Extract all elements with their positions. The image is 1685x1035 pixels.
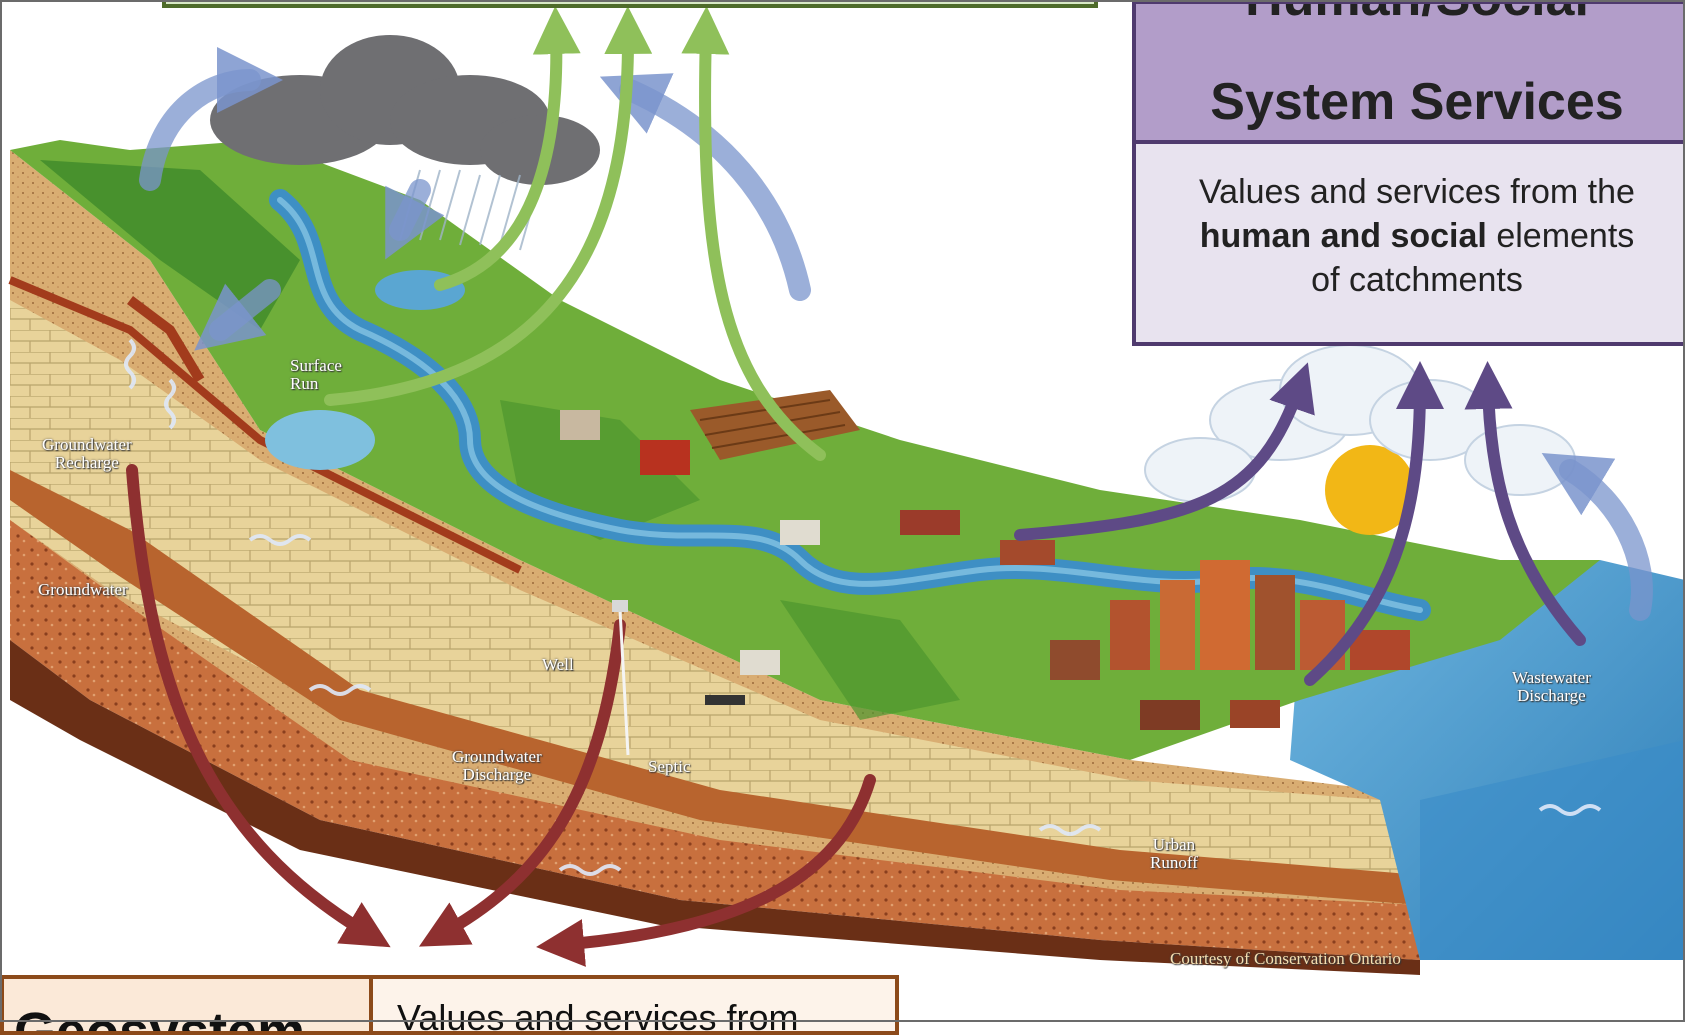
water-cycle-arrows xyxy=(139,47,1653,621)
human-desc-line1: Values and services from the xyxy=(1199,173,1635,211)
soil-layers xyxy=(8,150,1420,975)
human-desc-line2: human and social elements xyxy=(1136,214,1685,258)
geosystem-title-box: Geosystem xyxy=(0,975,373,1035)
label-wastewater-discharge-line1: Wastewater xyxy=(1512,668,1591,687)
label-surface-runoff-line2: Run xyxy=(290,373,319,393)
septic-tank xyxy=(705,695,745,705)
human-title-line2: System Services xyxy=(1210,73,1624,131)
human-title-line1: Human/Social xyxy=(1136,4,1685,24)
wetland-pond xyxy=(265,410,375,470)
human-social-title-box: Human/Social System Services xyxy=(1132,0,1685,144)
well-shaft xyxy=(618,609,630,756)
groundwater-flow-squiggles xyxy=(124,338,1602,876)
label-urban-runoff-line2: Runoff xyxy=(1150,852,1198,872)
human-desc-bold: human and social xyxy=(1199,217,1487,255)
ecosystem-services-box xyxy=(162,0,1098,8)
label-surface-runoff-line1: Surface xyxy=(290,356,342,375)
geo-service-arrows xyxy=(126,464,876,967)
label-groundwater-recharge: Groundwater Recharge xyxy=(42,436,132,472)
label-septic: Septic xyxy=(648,757,691,776)
well-cap xyxy=(612,600,628,612)
geosystem-desc: Values and services from xyxy=(397,997,799,1035)
label-groundwater-discharge-line2: Discharge xyxy=(462,764,532,784)
human-service-arrows xyxy=(1014,361,1586,686)
label-groundwater-recharge-line2: Recharge xyxy=(54,452,119,472)
sun xyxy=(1325,445,1415,535)
label-well: Well xyxy=(542,655,574,674)
eco-service-arrows xyxy=(324,6,826,461)
label-surface-runoff: Surface Run xyxy=(290,357,342,393)
human-desc-line3: of catchments xyxy=(1311,261,1523,299)
label-wastewater-discharge: Wastewater Discharge xyxy=(1512,669,1591,705)
storm-cloud xyxy=(210,35,600,185)
label-wastewater-discharge-line2: Discharge xyxy=(1517,685,1586,705)
label-groundwater-discharge-line1: Groundwater xyxy=(452,747,542,766)
label-urban-runoff-line1: Urban xyxy=(1152,835,1196,854)
geosystem-title: Geosystem xyxy=(14,1002,306,1035)
label-groundwater: Groundwater xyxy=(38,580,128,599)
label-groundwater-discharge: Groundwater Discharge xyxy=(452,748,542,784)
geosystem-description-box: Values and services from xyxy=(369,975,899,1035)
label-urban-runoff: Urban Runoff xyxy=(1150,836,1198,872)
human-desc-rest: elements xyxy=(1496,217,1635,255)
label-groundwater-recharge-line1: Groundwater xyxy=(42,435,132,454)
image-credit: Courtesy of Conservation Ontario xyxy=(1170,949,1401,968)
human-social-description-box: Values and services from the human and s… xyxy=(1132,140,1685,346)
